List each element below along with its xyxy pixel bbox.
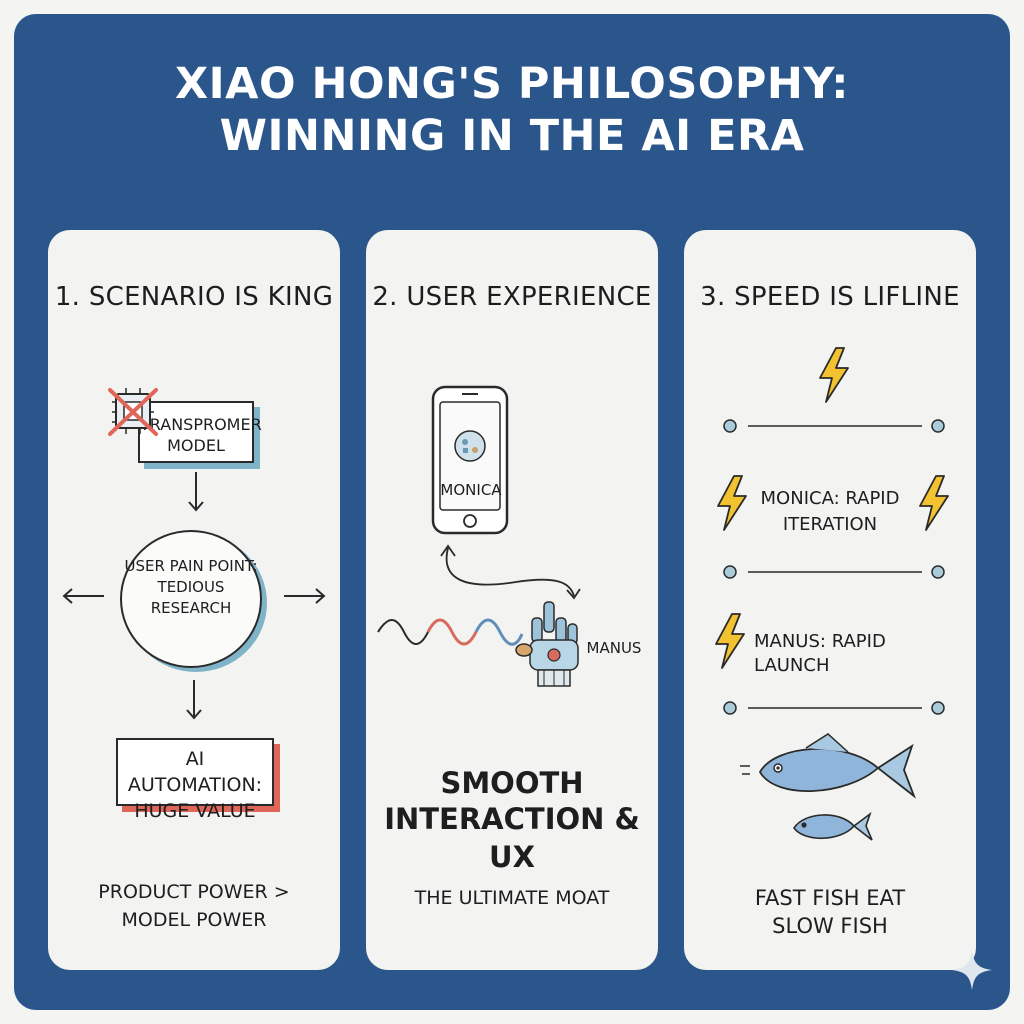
pain-point-circle — [120, 530, 262, 668]
phone-icon — [431, 385, 509, 535]
automation-label: AI AUTOMATION: HUGE VALUE — [127, 748, 263, 822]
hand-label: MANUS — [586, 639, 642, 657]
panel-scenario: 1. SCENARIO IS KING TRANSPROMER MODEL US… — [48, 230, 340, 970]
arrow-down-icon — [188, 472, 204, 512]
caption-line-1: FAST FISH EAT — [754, 886, 906, 910]
pain-point-label: USER PAIN POINT: TEDIOUS RESEARCH — [124, 557, 258, 617]
panel-title: 2. USER EXPERIENCE — [372, 282, 652, 312]
panel-title: 3. SPEED IS LIFLINE — [700, 282, 960, 312]
lightning-icon — [919, 475, 949, 531]
timeline-divider — [723, 419, 945, 433]
page-title: XIAO HONG'S PHILOSOPHY: WINNING IN THE A… — [0, 58, 1024, 162]
model-box-label: TRANSPROMER MODEL — [140, 415, 262, 455]
automation-box — [116, 738, 274, 806]
caption: THE ULTIMATE MOAT — [414, 887, 610, 909]
lightning-icon — [715, 613, 745, 669]
robot-hand-icon — [515, 601, 579, 687]
panel-speed: 3. SPEED IS LIFLINE MONICA: RAPID ITERAT… — [684, 230, 976, 970]
lightning-icon — [717, 475, 747, 531]
chip-crossed-icon — [108, 388, 158, 436]
manus-launch-label: MANUS: RAPID LAUNCH — [754, 631, 886, 676]
monica-iteration-label: MONICA: RAPID ITERATION — [760, 488, 900, 535]
slow-fish — [793, 811, 873, 841]
phone-label: MONICA — [440, 481, 502, 499]
arrow-right-icon — [284, 588, 326, 604]
arrow-left-icon — [62, 588, 104, 604]
timeline-divider — [723, 701, 945, 715]
lightning-icon — [819, 347, 849, 403]
caption-line-2: SLOW FISH — [772, 914, 888, 938]
wave-icon — [377, 618, 524, 646]
model-box — [138, 401, 254, 463]
headline-line-1: SMOOTH — [440, 766, 584, 800]
caption-line-1: PRODUCT POWER > — [98, 881, 290, 903]
panel-user-experience: 2. USER EXPERIENCE MONICA MANUS SMOOTH — [366, 230, 658, 970]
title-line-1: XIAO HONG'S PHILOSOPHY: — [175, 59, 849, 109]
panel-title: 1. SCENARIO IS KING — [54, 282, 334, 312]
headline-line-2: INTERACTION & UX — [384, 802, 640, 874]
sparkle-icon — [952, 950, 992, 990]
fish-icon — [740, 733, 917, 841]
arrow-down-icon — [186, 680, 202, 720]
curved-arrow-icon — [440, 544, 581, 600]
fast-fish — [740, 733, 917, 799]
timeline-divider — [723, 565, 945, 579]
caption-line-2: MODEL POWER — [121, 909, 267, 931]
title-line-2: WINNING IN THE AI ERA — [219, 111, 805, 161]
